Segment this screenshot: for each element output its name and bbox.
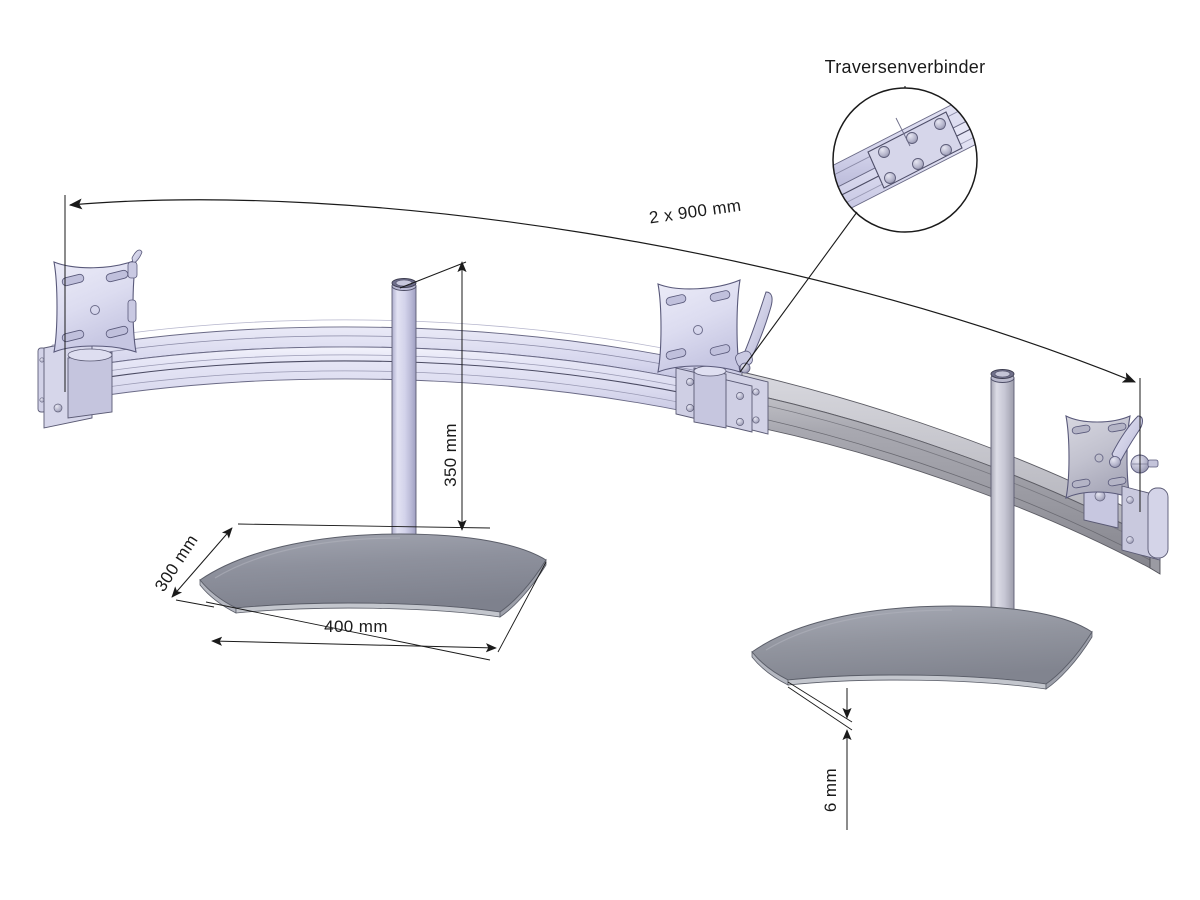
monitor-mount-right — [1065, 415, 1169, 561]
dimension-label-column-height: 350 mm — [441, 423, 460, 487]
support-post-right — [977, 369, 1027, 649]
dimension-label-base-width: 400 mm — [324, 617, 388, 636]
monitor-mount-left — [43, 249, 143, 429]
dimension-column-height: 350 mm — [399, 261, 467, 531]
dimension-label-plate-thickness: 6 mm — [821, 768, 840, 812]
base-plate-left — [199, 533, 547, 618]
base-plate-right — [751, 605, 1093, 690]
callout-label-rail-connector: Traversenverbinder — [825, 57, 986, 77]
dimension-label-arc-length: 2 x 900 mm — [648, 196, 743, 228]
dimension-base-width: 400 mm — [205, 561, 547, 661]
detail-circle — [739, 86, 978, 373]
dimension-label-base-depth: 300 mm — [151, 531, 202, 595]
dimension-plate-thickness: 6 mm — [787, 681, 853, 830]
